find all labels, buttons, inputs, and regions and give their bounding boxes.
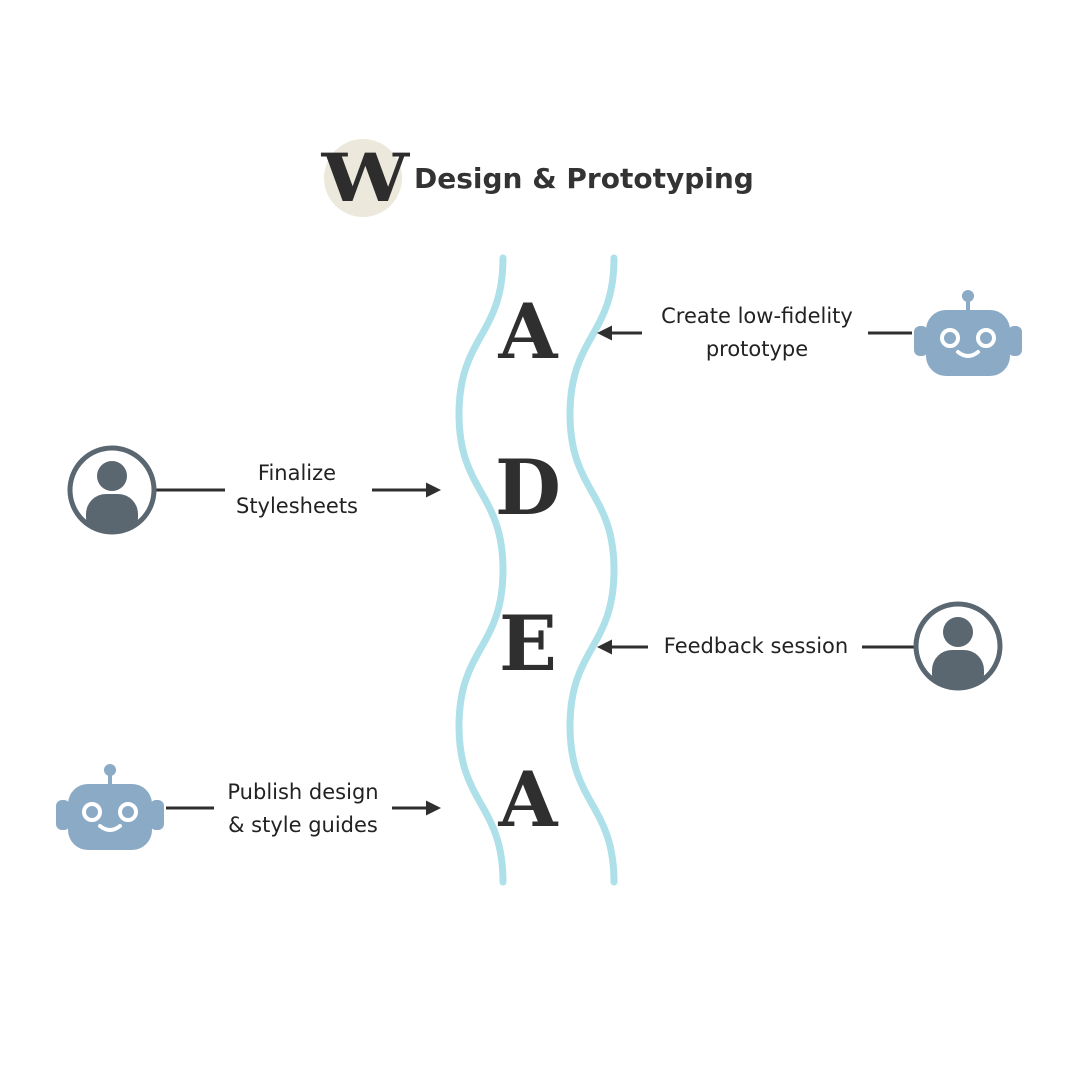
person-icon (913, 601, 1003, 691)
robot-icon (56, 764, 164, 850)
step-2-label: Finalize Stylesheets (222, 457, 372, 523)
robot-icon (914, 290, 1022, 376)
w-logo-icon: W (322, 139, 409, 217)
step-3-label: Feedback session (648, 630, 864, 663)
step-3-label-line-1: Feedback session (663, 634, 849, 658)
right-wave-line (566, 254, 618, 886)
flow-letter-1: A (498, 287, 558, 376)
step-4-label: Publish design & style guides (214, 776, 392, 842)
step-1-label: Create low-fidelity prototype (646, 300, 868, 366)
step-1-label-line-1: Create low-fidelity (661, 304, 853, 328)
step-2-label-line-2: Stylesheets (235, 494, 358, 518)
left-wave-line (455, 254, 507, 886)
logo-letter: W (321, 139, 409, 217)
flow-letter-2: D (495, 443, 561, 532)
step-4-label-line-2: & style guides (228, 813, 378, 837)
step-2-label-line-1: Finalize (257, 461, 337, 485)
step-4-label-line-1: Publish design (227, 780, 379, 804)
page-title: Design & Prototyping (414, 161, 754, 195)
flow-letter-4: A (498, 755, 558, 844)
step-1-label-line-2: prototype (705, 337, 809, 361)
header: W Design & Prototyping (322, 138, 754, 218)
person-icon (67, 445, 157, 535)
flow-letter-3: E (499, 599, 557, 688)
